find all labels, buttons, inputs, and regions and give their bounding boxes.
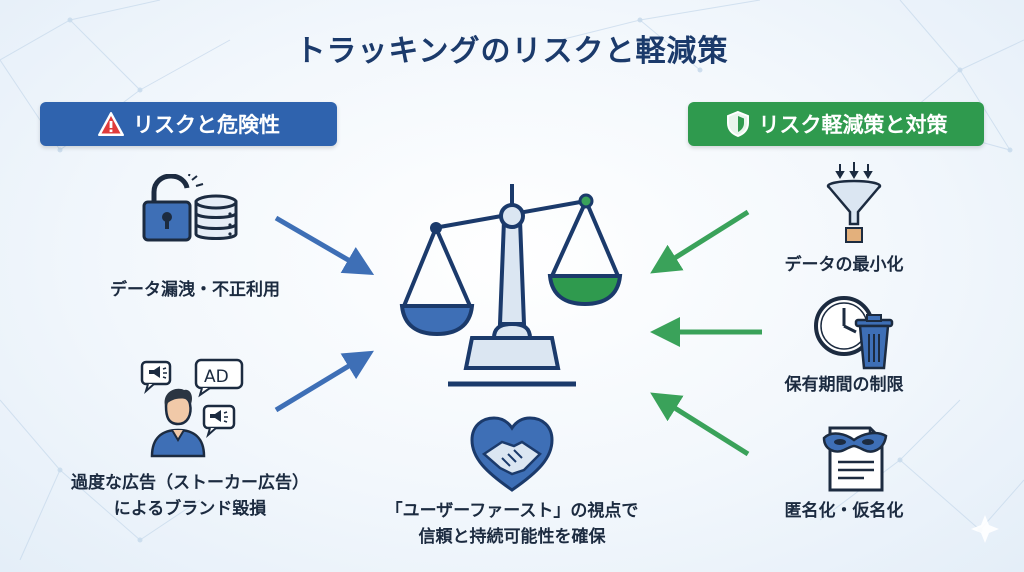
mitigation-label-data-minimization: データの最小化 [784,255,904,275]
clock-trash-retention-icon [814,296,894,370]
page-title: トラッキングのリスクと軽減策 [295,34,729,69]
person-ad-bubbles-icon: AD [140,358,244,458]
mitigation-label-retention-limit: 保有期間の制限 [784,375,904,395]
arrow-risk-1 [274,215,375,276]
mask-document-anonymization-icon [822,426,888,492]
risk-label-data-leak: データ漏洩・不正利用 [110,280,280,300]
mitigation-header-label: リスク軽減策と対策 [758,113,948,137]
risk-label-stalker-ads-line1: 過度な広告（ストーカー広告） [71,473,309,493]
center-message-line2: 信頼と持続可能性を確保 [418,527,606,547]
risk-label-stalker-ads-line2: によるブランド毀損 [113,499,267,519]
center-message-line1: 「ユーザーファースト」の視点で [385,501,639,521]
arrow-mitigation-3 [650,392,750,457]
warning-icon [98,112,124,136]
funnel-data-minimization-icon [826,162,882,243]
mitigation-label-anonymization: 匿名化・仮名化 [784,501,904,521]
risk-label-stalker-ads: 過度な広告（ストーカー広告） によるブランド毀損 [40,470,340,522]
mitigation-header-badge: リスク軽減策と対策 [688,102,984,146]
arrow-risk-2 [274,350,374,413]
risk-header-badge: リスクと危険性 [40,102,337,146]
lock-database-icon [142,174,238,242]
ad-bubble-text: AD [204,367,229,387]
shield-icon [726,110,749,138]
center-message: 「ユーザーファースト」の視点で 信頼と持続可能性を確保 [362,498,662,550]
balance-scale-icon [399,184,623,387]
risk-header-label: リスクと危険性 [133,113,280,137]
arrow-mitigation-1 [650,209,750,274]
handshake-heart-icon [470,416,554,492]
